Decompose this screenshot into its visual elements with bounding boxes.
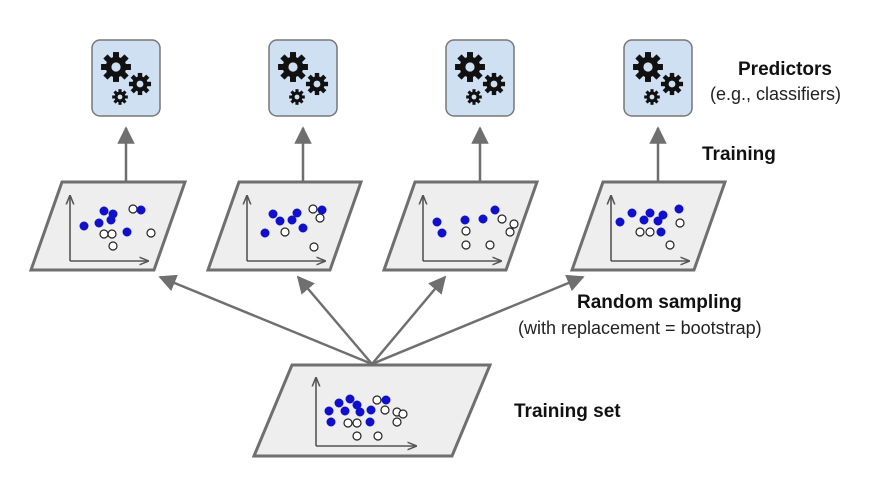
- scatter-points: [324, 394, 408, 441]
- scatter-points: [615, 204, 685, 250]
- training-set-label: Training set: [514, 401, 621, 422]
- sampling-arrows: [158, 274, 585, 366]
- predictor-4: [623, 39, 693, 117]
- predictors-sublabel: (e.g., classifiers): [710, 84, 842, 104]
- sampling-arrow-4: [371, 274, 585, 366]
- scatter-points: [432, 205, 519, 250]
- predictor-3: [445, 39, 515, 117]
- sample-panel-2: [205, 180, 364, 272]
- predictor-2: [268, 39, 338, 117]
- training-arrows: [117, 126, 667, 181]
- predictors-label: Predictors: [738, 59, 832, 80]
- training-set-panel: [251, 363, 493, 458]
- training-label: Training: [702, 144, 776, 165]
- predictor-1: [91, 39, 161, 117]
- sample-panel-4: [569, 180, 728, 272]
- sample-panel-1: [28, 180, 188, 272]
- random-sampling-sublabel: (with replacement = bootstrap): [518, 318, 762, 338]
- sample-panel-3: [381, 180, 540, 272]
- sampling-arrow-2: [296, 275, 373, 365]
- scatter-points: [79, 204, 156, 251]
- random-sampling-label: Random sampling: [577, 292, 742, 313]
- sampling-arrow-3: [371, 275, 447, 365]
- sampling-arrow-1: [158, 274, 373, 366]
- scatter-points: [260, 204, 327, 252]
